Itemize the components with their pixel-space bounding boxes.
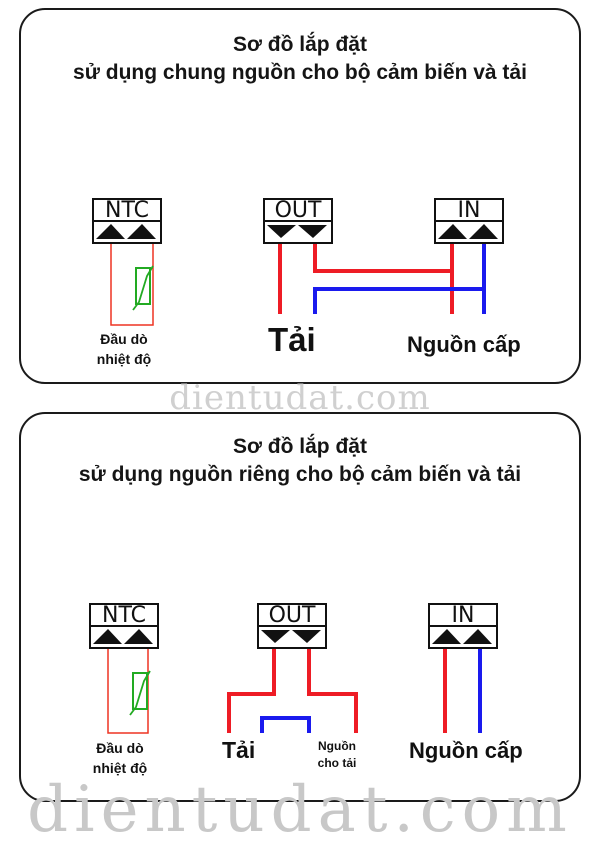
panel1-title-line1: Sơ đồ lắp đặt [233,33,367,56]
panel1-probe-caption: Đầu dò nhiệt độ [80,329,168,369]
panel1-probe-line2: nhiệt độ [96,351,152,367]
panel1-out-label: OUT [263,198,333,222]
panel2-load-label: Tải [222,737,256,763]
panel2-supply-label: Nguồn cấp [409,738,523,763]
up-arrow-icon [432,629,492,644]
panel1-title: Sơ đồ lắp đặt sử dụng chung nguồn cho bộ… [0,31,600,87]
panel2-out-terminal: OUT [257,603,327,649]
panel2-probe-caption: Đầu dò nhiệt độ [76,738,164,778]
up-arrow-icon [438,224,498,239]
panel2-load-wires [227,646,358,733]
panel2-load-supply-line2: cho tải [317,756,357,770]
down-arrow-icon [267,225,327,238]
panel1-ntc-label: NTC [92,198,162,222]
panel1-thermistor-icon [132,265,154,311]
panel2-out-label: OUT [257,603,327,627]
panel1-ntc-probe-wire [110,240,154,326]
panel1-ntc-terminal: NTC [92,198,162,244]
panel1-probe-line1: Đầu dò [100,331,148,347]
panel1-supply-label: Nguồn cấp [407,332,521,357]
diagram-panel-shared-supply [19,8,581,384]
panel2-load-supply-caption: Nguồn cho tải [307,738,367,772]
panel1-in-terminal: IN [434,198,504,244]
panel2-probe-line2: nhiệt độ [92,760,148,776]
down-arrow-icon [261,630,321,643]
panel2-in-label: IN [428,603,498,627]
panel1-negative-wires [313,242,486,314]
panel2-ntc-label: NTC [89,603,159,627]
panel1-load-label: Tải [268,321,316,358]
panel1-out-terminal: OUT [263,198,333,244]
panel2-in-terminal: IN [428,603,498,649]
panel1-positive-wires [278,242,454,314]
watermark-large: dientudat.com [27,773,573,847]
panel1-in-label: IN [434,198,504,222]
panel1-title-line2: sử dụng chung nguồn cho bộ cảm biến và t… [73,61,527,84]
panel2-probe-line1: Đầu dò [96,740,144,756]
panel2-load-supply-wire [260,716,311,733]
watermark-small: dientudat.com [169,378,431,418]
panel2-load-supply-line1: Nguồn [318,739,356,753]
panel2-title-line1: Sơ đồ lắp đặt [233,435,367,458]
panel2-ntc-terminal: NTC [89,603,159,649]
up-arrow-icon [96,224,156,239]
panel2-thermistor-icon [129,670,151,716]
panel2-title: Sơ đồ lắp đặt sử dụng nguồn riêng cho bộ… [0,433,600,489]
up-arrow-icon [93,629,153,644]
panel2-supply-wires [443,646,482,733]
panel2-title-line2: sử dụng nguồn riêng cho bộ cảm biến và t… [78,463,522,486]
